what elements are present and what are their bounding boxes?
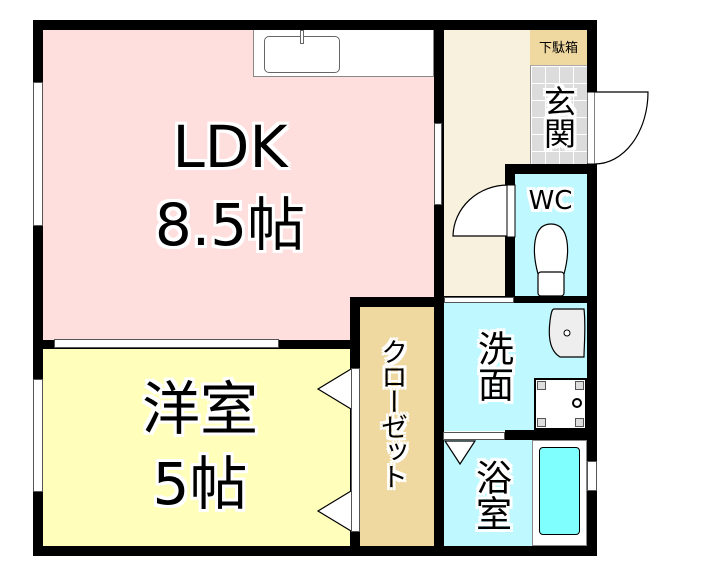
floor-change-line (441, 205, 442, 287)
wall-bottom (33, 546, 597, 556)
wall-wc-top (505, 164, 595, 174)
shoe-box-label: 下駄箱 (538, 41, 578, 56)
shoe-box (530, 30, 587, 66)
wash-basin-icon (548, 308, 586, 358)
closet-label: クローゼット (376, 338, 407, 488)
bathroom-label: 浴室 (470, 459, 511, 531)
door-swing-wc-icon[interactable] (450, 183, 516, 239)
entrance-floor (530, 66, 587, 164)
wall-wash-top (440, 296, 595, 303)
wall-wash-bath (505, 430, 595, 440)
wc-label: WC (528, 186, 573, 216)
washroom-label: 洗面 (472, 330, 513, 402)
closet-door[interactable] (351, 368, 360, 532)
door-swing-entrance-icon[interactable] (587, 88, 657, 166)
window-western-left (33, 379, 43, 492)
western-room (43, 348, 351, 547)
drain-icon (572, 398, 582, 408)
sliding-door-ldk-western[interactable] (54, 339, 279, 348)
closet-door-arrow-icon (316, 368, 352, 410)
floor-change-line (515, 300, 587, 302)
window-bath-right (587, 461, 597, 491)
door-hall-wash[interactable] (444, 297, 514, 303)
closet-door-arrow-icon (316, 490, 352, 532)
toilet-icon (533, 223, 569, 297)
door-swing-bath-icon[interactable] (443, 440, 477, 466)
ldk-label: LDK (172, 113, 288, 181)
wall-right (587, 20, 597, 556)
ldk-room (43, 30, 435, 342)
faucet-icon (300, 30, 304, 44)
entrance-label: 玄関 (539, 85, 577, 149)
washing-machine-pan (534, 378, 587, 430)
sliding-door-ldk-hall[interactable] (434, 123, 442, 205)
window-ldk-left (33, 82, 43, 226)
closet (360, 307, 435, 547)
wall-top (33, 20, 597, 30)
bathtub (539, 447, 580, 535)
door-wash-bath[interactable] (443, 432, 505, 440)
ldk-size-label: 8.5帖 (154, 191, 306, 259)
wall-left (33, 20, 43, 556)
wall-ldk-hall (434, 20, 444, 556)
western-room-label: 洋室 (141, 375, 258, 443)
wall-closet-top (350, 297, 440, 307)
western-room-size-label: 5帖 (152, 450, 248, 518)
